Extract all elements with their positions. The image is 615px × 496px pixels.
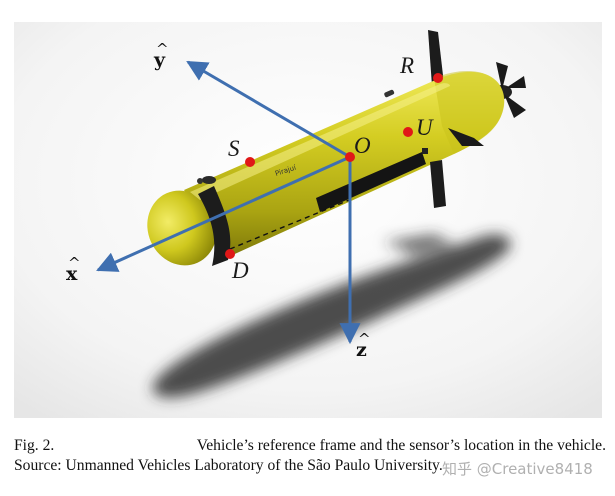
marker-o [345, 152, 355, 162]
z-axis-hat: ^ [358, 330, 371, 348]
top-fin [428, 30, 444, 86]
label-u: U [416, 115, 434, 140]
caption-line-1: Fig. 2. Vehicle’s reference frame and th… [14, 436, 606, 456]
caption-line-2: Source: Unmanned Vehicles Laboratory of … [14, 457, 443, 474]
marker-u [403, 127, 413, 137]
label-o: O [354, 133, 371, 158]
y-axis-hat: ^ [156, 40, 169, 58]
x-axis-hat: ^ [68, 254, 81, 272]
y-axis-letter: y [153, 49, 166, 71]
label-s: S [228, 136, 240, 161]
x-axis-arrow [96, 155, 351, 272]
z-axis-label: ^ z [356, 330, 371, 361]
z-axis-letter: z [356, 339, 367, 361]
axes [96, 60, 361, 345]
marker-s [245, 157, 255, 167]
vehicle-shadow [152, 234, 511, 398]
watermark: 知乎 @Creative8418 [442, 460, 593, 478]
sensor-markers [225, 73, 443, 259]
marker-d [225, 249, 235, 259]
caption-line-1-text: Vehicle’s reference frame and the sensor… [196, 437, 606, 454]
vehicle-illustration: Pirajuí ^ y ^ x [14, 22, 602, 418]
x-axis-label: ^ x [66, 254, 81, 285]
side-fin [448, 128, 484, 146]
figure-caption: Fig. 2. Vehicle’s reference frame and th… [14, 436, 606, 476]
label-r: R [399, 53, 414, 78]
x-axis-letter: x [66, 263, 78, 285]
vehicle-figure: Pirajuí ^ y ^ x [14, 22, 602, 418]
bottom-fin [430, 160, 446, 208]
vehicle-hull: Pirajuí [147, 70, 505, 266]
marker-r [433, 73, 443, 83]
y-axis-arrow [186, 60, 351, 159]
label-d: D [231, 258, 249, 283]
y-axis-label: ^ y [153, 40, 169, 71]
caption-fig-label: Fig. 2. [14, 437, 55, 454]
